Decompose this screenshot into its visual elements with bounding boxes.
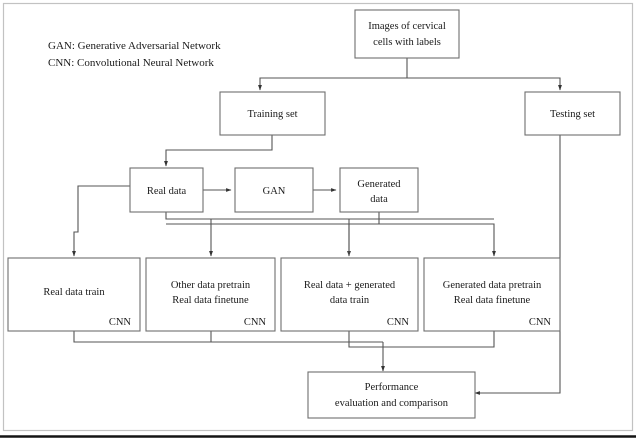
node-label-line1: Generated [357,179,401,190]
node-box [280,257,419,332]
node-label-line1: Real data + generated [304,280,396,291]
node-box [219,91,326,136]
node-label-line2: evaluation and comparison [335,398,449,409]
node-label-line2: cells with labels [373,37,441,48]
node-label-line1: GAN [263,186,286,197]
node-box [234,167,314,213]
node-testing-set[interactable]: Testing set [524,91,621,136]
node-real-data[interactable]: Real data [129,167,204,213]
edge-real-data-to-branch1 [72,185,130,257]
node-label-line1: Real data [147,186,187,197]
node-box [145,257,276,332]
node-label-line2: Real data finetune [172,295,249,306]
node-box [524,91,621,136]
edge-testing-set-to-performance [474,135,561,395]
node-box [354,9,460,59]
node-label-line2: data [370,194,388,205]
node-label-cnn-tag: CNN [387,317,410,328]
node-label-line1: Images of cervical [368,21,446,32]
connector-layer [72,58,562,395]
node-box [307,371,476,419]
node-label-line1: Generated data pretrain [443,280,542,291]
node-real-data-train[interactable]: Real data train CNN [7,257,141,332]
legend-line-cnn: CNN: Convolutional Neural Network [48,57,214,69]
node-label-line2: Real data finetune [454,295,531,306]
bus-generated-data-rail-left [166,212,380,225]
edge-training-set-to-real-data [164,135,273,167]
legend-line-gan: GAN: Generative Adversarial Network [48,40,221,52]
node-label-cnn-tag: CNN [244,317,267,328]
node-other-data-pretrain[interactable]: Other data pretrain Real data finetune C… [145,257,276,332]
node-generated-data-pretrain[interactable]: Generated data pretrain Real data finetu… [423,257,561,332]
node-images-of-cervical-cells[interactable]: Images of cervical cells with labels [354,9,460,59]
bus-branch1-to-performance [73,331,383,343]
bus-real-data-rail [165,212,494,220]
node-label-cnn-tag: CNN [529,317,552,328]
node-box [7,257,141,332]
node-real-plus-generated-data-train[interactable]: Real data + generated data train CNN [280,257,419,332]
node-performance-evaluation[interactable]: Performance evaluation and comparison [307,371,476,419]
node-label-line1: Real data train [43,287,105,298]
edge-source-to-training-set [258,58,408,91]
node-box [423,257,561,332]
node-training-set[interactable]: Training set [219,91,326,136]
abbreviation-legend: GAN: Generative Adversarial Network CNN:… [48,40,221,69]
node-box [339,167,419,213]
edge-source-to-testing-set [407,77,562,91]
node-label-line1: Other data pretrain [171,280,251,291]
figure-frame [2,2,634,432]
node-label-cnn-tag: CNN [109,317,132,328]
node-label-line1: Performance [365,382,419,393]
node-gan[interactable]: GAN [234,167,314,213]
node-generated-data[interactable]: Generated data [339,167,419,213]
edge-branch3-to-bus [348,331,383,348]
node-label-line1: Testing set [550,109,595,120]
edge-branch4-to-bus [383,331,495,348]
node-label-line2: data train [330,295,370,306]
node-label-line1: Training set [247,109,297,120]
edge-generated-data-to-branch4 [379,223,496,257]
node-box [129,167,204,213]
